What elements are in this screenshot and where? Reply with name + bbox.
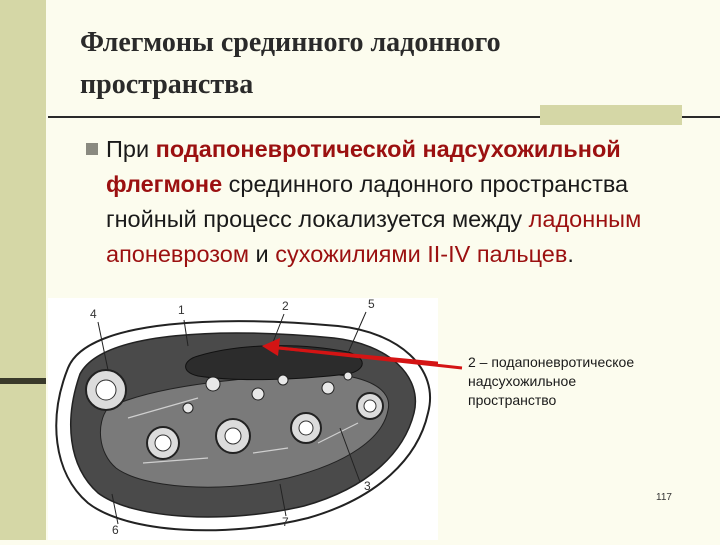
label-5: 5 — [368, 298, 375, 311]
tendon-spot — [343, 371, 353, 381]
label-7: 7 — [282, 515, 289, 529]
title-line-1: Флегмоны срединного ладонного — [80, 27, 501, 58]
leader-3 — [339, 427, 361, 483]
text-part: и — [249, 241, 276, 267]
term-tendons: сухожилиями II-IV пальцев — [275, 241, 568, 267]
bone-b-core — [224, 427, 242, 445]
label-6: 6 — [112, 523, 119, 537]
figure-caption: 2 – подапоневротическое надсухожильное п… — [468, 353, 708, 410]
palm-cross-section-figure: 1 2 3 4 5 6 7 — [48, 297, 469, 540]
term-flegmona: подапоневротической надсухожильной флегм… — [106, 136, 621, 197]
leader-4 — [97, 321, 109, 371]
tendon-spot — [182, 402, 194, 414]
left-decor-mark — [0, 378, 46, 384]
text-part: . — [567, 241, 574, 267]
red-arrow-extension — [279, 346, 463, 370]
label-1: 1 — [178, 303, 185, 317]
red-arrow-head — [262, 338, 280, 356]
leader-6 — [111, 493, 119, 525]
label-3: 3 — [364, 479, 371, 493]
caption-line-3: пространство — [468, 392, 557, 408]
label-4: 4 — [90, 307, 97, 321]
title-line-2: пространства — [80, 69, 254, 100]
tendon-spot — [277, 374, 289, 386]
page-number: 117 — [656, 492, 672, 503]
label-2: 2 — [282, 299, 289, 313]
left-decor-band — [0, 0, 46, 540]
tendon-spot — [321, 381, 335, 395]
bone-a-core — [154, 434, 172, 452]
leader-7 — [279, 483, 287, 517]
cross-section-drawing: 1 2 3 4 5 6 7 — [55, 297, 469, 537]
caption-line-2: надсухожильное — [468, 373, 577, 389]
bone-4-core — [95, 379, 117, 401]
leader-1 — [183, 319, 189, 347]
bullet-icon — [86, 143, 98, 155]
bullet-text: При подапоневротической надсухожильной ф… — [106, 132, 696, 272]
slide-title: Флегмоны срединного ладонного пространст… — [80, 22, 680, 106]
bone-c-core — [298, 420, 314, 436]
term-aponevroz: ладонным апоневрозом — [106, 206, 642, 267]
tendon-spot — [251, 387, 265, 401]
caption-line-1: 2 – подапоневротическое — [468, 354, 635, 370]
text-part: срединного ладонного пространства гнойны… — [106, 171, 629, 232]
tendon-spot — [205, 376, 221, 392]
fiber-lines — [127, 397, 359, 464]
divider-accent-block — [540, 105, 682, 125]
leader-5 — [347, 311, 367, 354]
bone-d-core — [363, 399, 377, 413]
title-divider — [48, 116, 720, 118]
text-part: При — [106, 136, 156, 162]
